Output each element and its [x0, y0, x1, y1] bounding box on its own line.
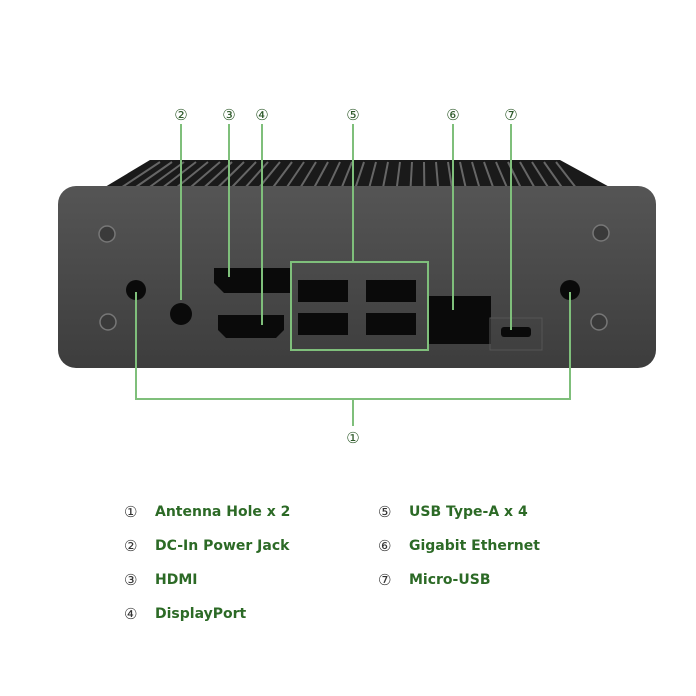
legend-number: ⑥ [378, 537, 392, 555]
antenna-hole-left [126, 280, 146, 300]
usb-port [366, 313, 416, 335]
dc-in-jack [170, 303, 192, 325]
callout-7: ⑦ [504, 106, 517, 124]
fin [543, 161, 564, 189]
legend-label: HDMI [155, 572, 198, 588]
fin [313, 161, 329, 189]
screws [98, 224, 610, 331]
legend-item: ⑤ USB Type-A x 4 [378, 503, 528, 521]
legend-number: ② [124, 537, 138, 555]
usb-port [366, 280, 416, 302]
legend-item: ① Antenna Hole x 2 [124, 503, 290, 521]
legend-label: Gigabit Ethernet [409, 538, 540, 554]
legend-item: ⑦ Micro-USB [378, 571, 490, 589]
fin [471, 161, 481, 189]
ethernet-port [429, 296, 491, 344]
fin [555, 161, 577, 189]
fin [354, 161, 365, 189]
legend-number: ① [124, 503, 138, 521]
fin [244, 161, 269, 189]
callout-6: ⑥ [446, 106, 459, 124]
legend-item: ④ DisplayPort [124, 605, 246, 623]
legend-label: DisplayPort [155, 606, 247, 622]
callout-lines [135, 124, 571, 426]
fin [495, 161, 509, 189]
fin [161, 161, 197, 189]
callout-5: ⑤ [346, 106, 359, 124]
legend-item: ② DC-In Power Jack [124, 537, 289, 555]
legend-item: ⑥ Gigabit Ethernet [378, 537, 540, 555]
legend-number: ⑦ [378, 571, 392, 589]
hdmi-port [218, 315, 284, 338]
legend-label: USB Type-A x 4 [409, 504, 528, 520]
usb-port [298, 280, 348, 302]
fin [326, 161, 341, 189]
fin [340, 161, 353, 189]
fin [133, 161, 173, 189]
fin [483, 161, 495, 189]
fin [459, 161, 467, 189]
legend-label: DC-In Power Jack [155, 538, 290, 554]
fin [447, 161, 453, 189]
legend-label: Micro-USB [409, 572, 491, 588]
callout-3: ③ [222, 106, 235, 124]
antenna-hole-right [560, 280, 580, 300]
fin [230, 161, 257, 189]
legend-label: Antenna Hole x 2 [155, 504, 291, 520]
micro-usb-port [501, 327, 531, 337]
usb-port [298, 313, 348, 335]
fin [147, 161, 185, 189]
legend-item: ③ HDMI [124, 571, 197, 589]
callout-2: ② [174, 106, 187, 124]
fin [368, 161, 377, 189]
fin [435, 161, 440, 189]
fin [189, 161, 221, 189]
fin [299, 161, 317, 189]
heatsink-fins [100, 160, 615, 190]
fin [519, 161, 536, 189]
fin [285, 161, 305, 189]
fin [271, 161, 293, 189]
legend-number: ③ [124, 571, 138, 589]
callout-1: ① [346, 429, 359, 447]
fin [531, 161, 550, 189]
device-case [58, 186, 656, 368]
fin [216, 161, 245, 189]
legend-number: ④ [124, 605, 138, 623]
callout-4: ④ [255, 106, 268, 124]
fin [120, 161, 161, 189]
fin [409, 161, 413, 189]
displayport-port [214, 268, 290, 293]
legend-number: ⑤ [378, 503, 392, 521]
fin [381, 161, 389, 189]
fin [202, 161, 233, 189]
fin [395, 161, 401, 189]
